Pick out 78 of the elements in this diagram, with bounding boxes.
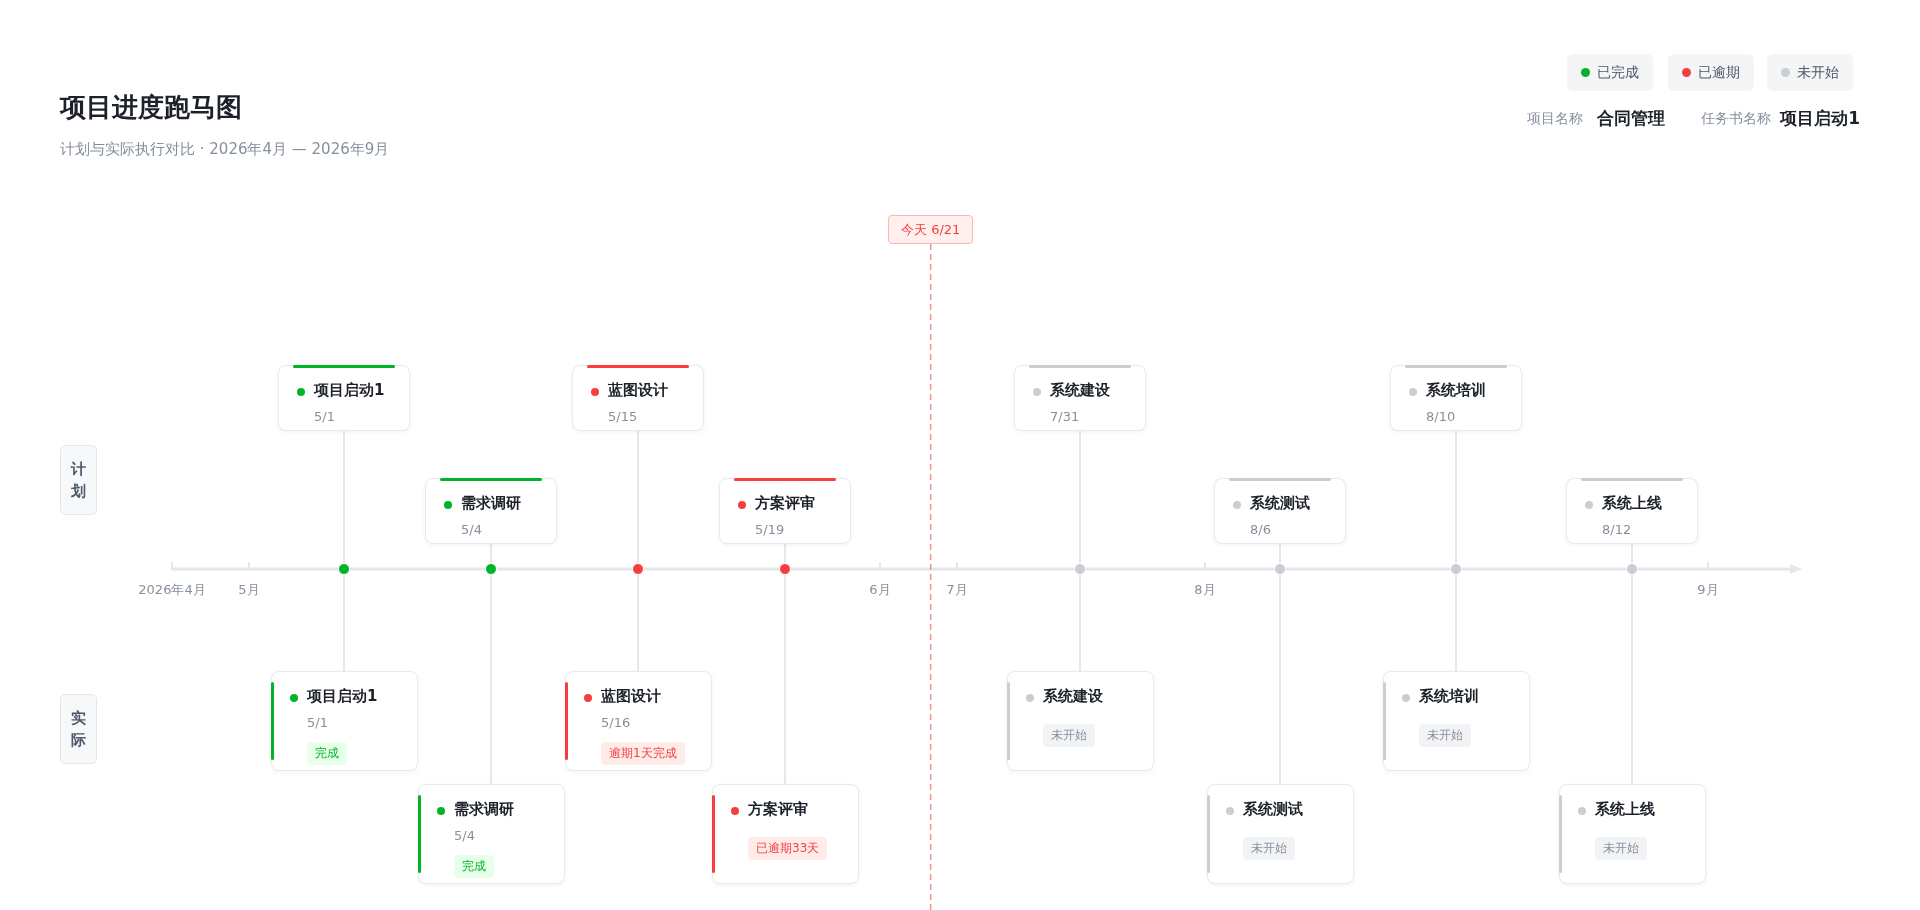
chart-title: 项目进度跑马图 xyxy=(60,91,242,124)
status-badge: 未开始 xyxy=(1043,724,1095,747)
card-title: 系统建设 xyxy=(1043,687,1103,706)
timeline-dot xyxy=(1626,563,1638,575)
milestone-card xyxy=(1214,478,1346,544)
axis-label: 8月 xyxy=(1193,581,1217,599)
field-label: 任务书名称 xyxy=(1701,110,1771,128)
timeline-dot xyxy=(1450,563,1462,575)
card-title: 项目启动1 xyxy=(314,381,385,400)
card-title: 系统上线 xyxy=(1602,494,1662,513)
milestone-card xyxy=(1390,365,1522,431)
status-badge: 未开始 xyxy=(1595,837,1647,860)
milestone-card xyxy=(425,478,557,544)
milestone-card xyxy=(1207,784,1354,884)
card-title: 系统上线 xyxy=(1595,800,1655,819)
date-text: 5/4 xyxy=(454,828,475,843)
date-text: 5/1 xyxy=(314,409,335,424)
date-text: 5/1 xyxy=(307,715,328,730)
status-badge: 逾期1天完成 xyxy=(601,742,685,765)
milestone-card xyxy=(712,784,859,884)
date-text: 5/15 xyxy=(608,409,638,424)
axis-label: 2026年4月 xyxy=(137,581,207,599)
today-badge: 今天 6/21 xyxy=(888,215,974,244)
milestone-card xyxy=(572,365,704,431)
today-line xyxy=(929,243,932,910)
date-text: 5/16 xyxy=(601,715,631,730)
status-badge: 完成 xyxy=(307,742,347,765)
timeline-dot xyxy=(338,563,350,575)
milestone-card xyxy=(1559,784,1706,884)
status-badge: 未开始 xyxy=(1419,724,1471,747)
field-value: 项目启动1 xyxy=(1780,107,1860,130)
subtitle: 计划与实际执行对比 · 2026年4月 — 2026年9月 xyxy=(60,140,390,159)
date-text: 5/19 xyxy=(755,522,785,537)
card-title: 系统建设 xyxy=(1050,381,1110,400)
milestone-card xyxy=(1383,671,1530,771)
status-badge: 未开始 xyxy=(1243,837,1295,860)
axis-label: 9月 xyxy=(1696,581,1720,599)
card-title: 系统测试 xyxy=(1243,800,1303,819)
card-title: 方案评审 xyxy=(755,494,815,513)
timeline-dot xyxy=(1074,563,1086,575)
card-title: 系统测试 xyxy=(1250,494,1310,513)
legend-text: 已完成 xyxy=(1597,63,1639,82)
card-title: 蓝图设计 xyxy=(608,381,668,400)
card-title: 系统培训 xyxy=(1426,381,1486,400)
field-value: 合同管理 xyxy=(1597,107,1665,130)
card-title: 需求调研 xyxy=(461,494,521,513)
card-title: 方案评审 xyxy=(748,800,808,819)
axis-label: 5月 xyxy=(237,581,261,599)
status-badge: 完成 xyxy=(454,855,494,878)
date-text: 7/31 xyxy=(1050,409,1080,424)
milestone-card xyxy=(418,784,565,884)
axis-label: 6月 xyxy=(868,581,892,599)
card-title: 系统培训 xyxy=(1419,687,1479,706)
milestone-card xyxy=(1014,365,1146,431)
card-title: 蓝图设计 xyxy=(601,687,661,706)
milestone-card xyxy=(1566,478,1698,544)
field-label: 项目名称 xyxy=(1527,110,1583,128)
date-text: 8/6 xyxy=(1250,522,1271,537)
date-text: 5/4 xyxy=(461,522,482,537)
date-text: 8/10 xyxy=(1426,409,1456,424)
legend-text: 未开始 xyxy=(1797,63,1839,82)
row-label: 实际 xyxy=(60,694,97,764)
milestone-card xyxy=(271,671,418,771)
milestone-card xyxy=(278,365,410,431)
timeline-dot xyxy=(632,563,644,575)
timeline-dot xyxy=(1274,563,1286,575)
status-badge: 已逾期33天 xyxy=(748,837,828,860)
row-label: 计划 xyxy=(60,445,97,515)
axis-label: 7月 xyxy=(945,581,969,599)
timeline-dot xyxy=(779,563,791,575)
milestone-card xyxy=(565,671,712,771)
milestone-card xyxy=(719,478,851,544)
milestone-card xyxy=(1007,671,1154,771)
card-title: 项目启动1 xyxy=(307,687,378,706)
card-title: 需求调研 xyxy=(454,800,514,819)
legend-text: 已逾期 xyxy=(1698,63,1740,82)
timeline-dot xyxy=(485,563,497,575)
date-text: 8/12 xyxy=(1602,522,1632,537)
